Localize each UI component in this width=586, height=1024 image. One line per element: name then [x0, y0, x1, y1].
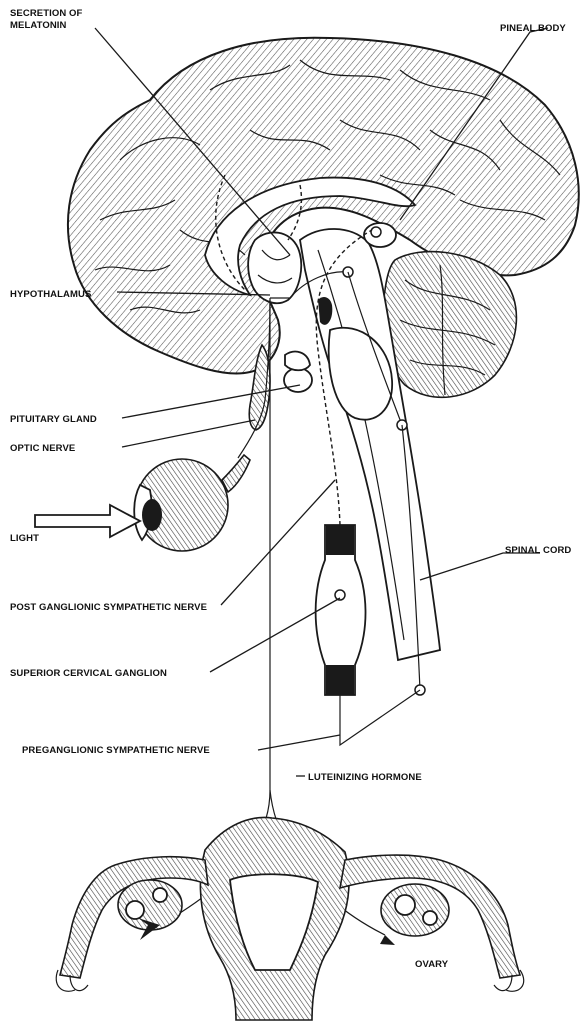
pineal-body	[364, 223, 396, 247]
label-post-ganglionic: POST GANGLIONIC SYMPATHETIC NERVE	[10, 602, 207, 613]
label-optic-nerve: OPTIC NERVE	[10, 443, 75, 454]
label-superior-cervical: SUPERIOR CERVICAL GANGLION	[10, 668, 167, 679]
eye	[134, 455, 250, 551]
label-ovary: OVARY	[415, 959, 449, 970]
label-pituitary-gland: PITUITARY GLAND	[10, 414, 97, 425]
label-pineal-body: PINEAL BODY	[500, 23, 566, 34]
label-hypothalamus: HYPOTHALAMUS	[10, 289, 91, 300]
diencephalon	[248, 232, 301, 303]
label-secretion-line2: MELATONIN	[10, 20, 67, 31]
label-luteinizing: LUTEINIZING HORMONE	[308, 772, 422, 783]
uterus	[200, 817, 349, 1020]
light-arrow	[35, 505, 140, 537]
label-preganglionic: PREGANGLIONIC SYMPATHETIC NERVE	[22, 745, 210, 756]
right-ovary	[381, 884, 449, 936]
pineal-node	[371, 227, 381, 237]
label-spinal-cord: SPINAL CORD	[505, 545, 571, 556]
cerebellum	[383, 252, 516, 398]
superior-cervical-ganglion	[316, 525, 366, 695]
label-secretion-line1: SECRETION OF	[10, 8, 83, 19]
label-light: LIGHT	[10, 533, 39, 544]
